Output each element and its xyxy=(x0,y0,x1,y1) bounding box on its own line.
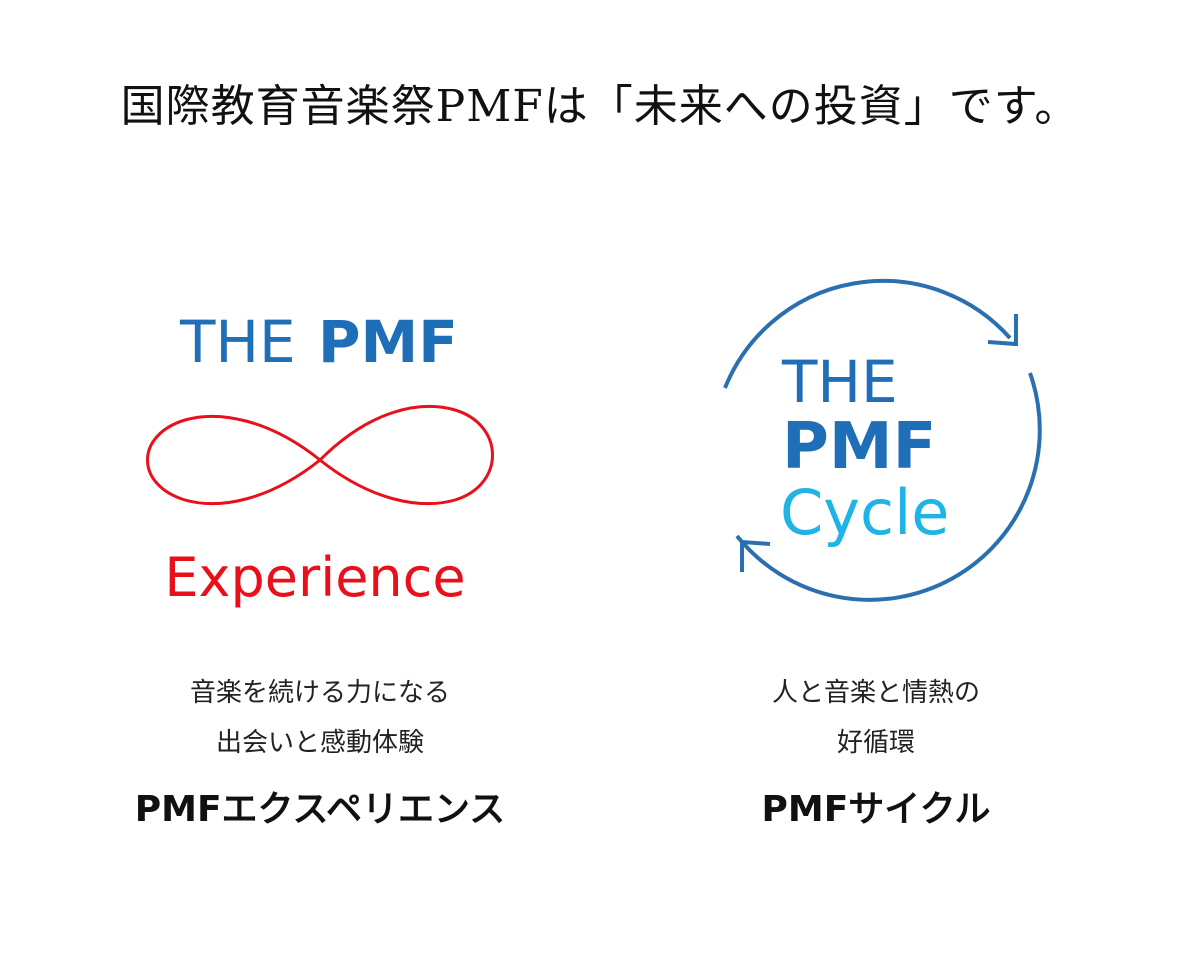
pmf-cycle-logo: THE PMF Cycle xyxy=(723,278,1042,602)
experience-logo-pmf: PMF xyxy=(318,308,458,376)
experience-description: 音楽を続ける力になる 出会いと感動体験 xyxy=(60,668,580,768)
experience-logo-the: THE xyxy=(179,308,296,376)
cycle-description-line: 人と音楽と情熱の xyxy=(771,678,980,708)
cycle-arrow-bottom-icon xyxy=(740,539,771,572)
cycle-ring xyxy=(735,372,1042,602)
experience-description-line: 出会いと感動体験 xyxy=(215,728,424,758)
experience-logo-word: Experience xyxy=(164,546,465,609)
page-headline: 国際教育音楽祭PMFは「未来への投資」です。 xyxy=(120,81,1080,132)
cycle-description-line: 好循環 xyxy=(836,728,915,758)
cycle-logo-the: THE xyxy=(781,348,898,416)
experience-name: PMFエクスペリエンス xyxy=(134,789,506,830)
experience-description-line: 音楽を続ける力になる xyxy=(189,678,450,708)
infinity-icon xyxy=(146,405,494,506)
pmf-experience-logo: THE PMF Experience xyxy=(146,308,494,609)
cycle-description: 人と音楽と情熱の 好循環 xyxy=(616,668,1136,768)
cycle-logo-word: Cycle xyxy=(780,476,949,549)
cycle-ring-upper xyxy=(723,278,1012,389)
cycle-name: PMFサイクル xyxy=(761,789,991,830)
cycle-logo-pmf: PMF xyxy=(782,410,936,484)
cycle-arrow-top-icon xyxy=(987,314,1018,347)
